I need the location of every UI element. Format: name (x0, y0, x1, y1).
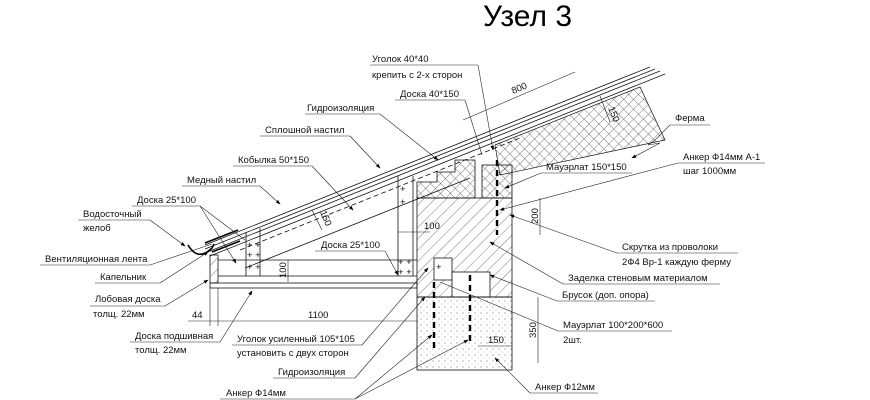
svg-text:+: + (400, 197, 406, 208)
label-mauerlat-100: Мауэрлат 100*200*600 (563, 320, 663, 331)
dim-1100: 1100 (308, 310, 328, 321)
label-gidroizolyatsiya-top: Гидроизоляция (307, 103, 374, 114)
label-ugolok-40-note: крепить с 2-х сторон (372, 70, 462, 81)
label-lobovaya-thickness: толщ. 22мм (93, 309, 145, 320)
drawing-title: Узел 3 (483, 0, 572, 33)
label-zhelob: желоб (83, 223, 111, 234)
board-40x150 (416, 159, 476, 199)
label-doska-25-100-b: Доска 25*100 (321, 240, 380, 251)
dim-44: 44 (192, 310, 203, 321)
label-vodostochny: Водосточный (83, 209, 142, 220)
svg-text:+ +: + + (247, 250, 261, 261)
dim-100-vertical: 100 (278, 262, 289, 278)
label-gidroizolyatsiya-bottom: Гидроизоляция (278, 367, 345, 378)
label-ugolok-105-2: установить с двух сторон (237, 348, 349, 359)
label-skrutka-1: Скрутка из проволоки (622, 242, 718, 253)
label-kobylka: Кобылка 50*150 (238, 155, 309, 166)
label-anker-14: Анкер Ф14мм (226, 388, 286, 399)
label-podshivnaya-thickness: толщ. 22мм (135, 345, 187, 356)
dimensions: 800 150 150 100 100 200 350 150 44 1100 (188, 71, 621, 363)
dim-350: 350 (528, 322, 539, 338)
svg-text:+ +: + + (247, 240, 261, 251)
label-anker-12: Анкер Ф12мм (535, 382, 595, 393)
label-medny-nastil: Медный настил (187, 175, 256, 186)
label-ugolok-40: Уголок 40*40 (372, 54, 429, 65)
label-mauerlat-100-qty: 2шт. (563, 335, 582, 346)
label-kapelnik: Капельник (100, 272, 147, 283)
dim-100-horizontal: 100 (424, 221, 440, 232)
label-mauerlat-150: Мауэрлат 150*150 (546, 162, 627, 173)
svg-text:+: + (436, 262, 442, 273)
svg-text:+ +: + + (398, 267, 412, 278)
label-sploshnoy-nastil: Сплошной настил (265, 125, 345, 136)
label-ugolok-105-1: Уголок усиленный 105*105 (237, 334, 355, 345)
dim-800: 800 (510, 81, 529, 97)
label-ferma: Ферма (675, 113, 705, 124)
label-doska-40-150: Доска 40*150 (400, 89, 459, 100)
dim-150-base: 150 (488, 335, 504, 346)
svg-text:+ +: + + (398, 257, 412, 268)
label-brusok: Брусок (доп. опора) (562, 290, 649, 301)
callouts: Уголок 40*40 крепить с 2-х сторон Доска … (40, 54, 765, 400)
brusok (433, 257, 453, 281)
svg-text:+: + (400, 184, 406, 195)
dim-200: 200 (530, 208, 541, 224)
label-podshivnaya: Доска подшивная (135, 331, 213, 342)
label-anker-step: шаг 1000мм (683, 166, 736, 177)
wall: + (416, 159, 513, 371)
gutter (187, 243, 215, 256)
eave-box: + ++ ++ + +++ ++ + (209, 176, 418, 289)
label-anker-14-a1: Анкер Ф14мм А-1 (683, 152, 760, 163)
label-skrutka-2: 2Ф4 Вр-1 каждую ферму (622, 257, 731, 268)
label-lobovaya-doska: Лобовая доска (95, 294, 161, 305)
label-doska-25-100-a: Доска 25*100 (137, 195, 196, 206)
label-vent-lenta: Вентиляционная лента (45, 254, 148, 265)
svg-text:+ +: + + (247, 262, 261, 273)
label-zadelka: Заделка стеновым материалом (568, 273, 708, 284)
